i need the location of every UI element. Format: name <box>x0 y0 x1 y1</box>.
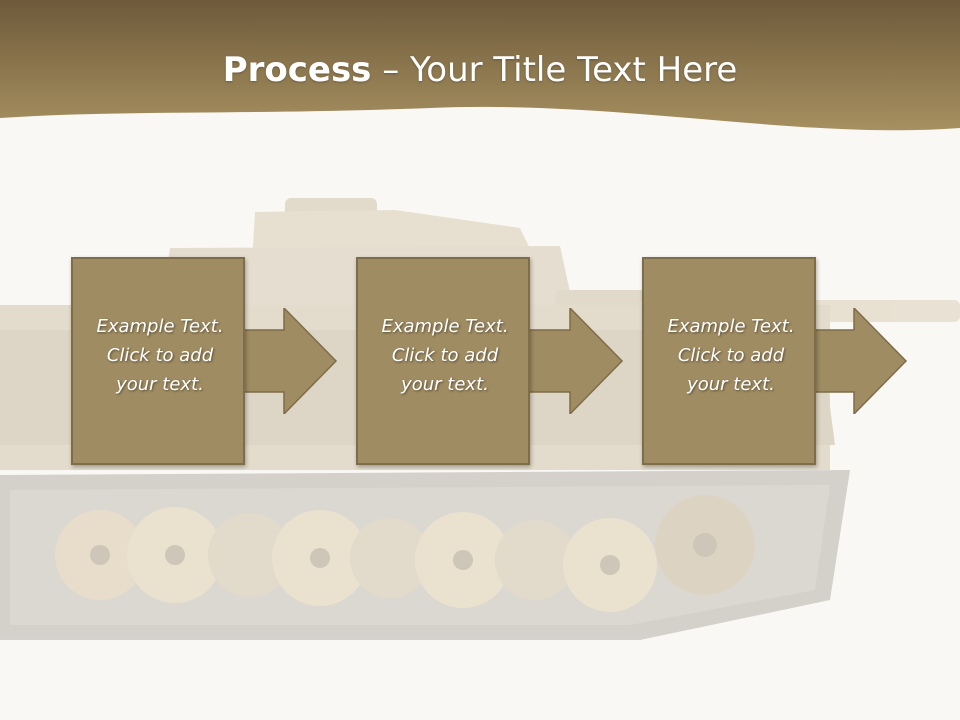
step-1-arrow-icon <box>232 308 338 414</box>
step-2-line-2: Click to add <box>391 345 499 366</box>
title-bold-part: Process <box>222 50 372 90</box>
step-2-line-3: your text. <box>401 374 489 395</box>
step-2-arrow-icon <box>518 308 624 414</box>
step-1-line-3: your text. <box>116 374 204 395</box>
step-3-text: Example Text. Click to add your text. <box>648 312 814 399</box>
step-2-line-1: Example Text. <box>381 316 509 337</box>
step-1-line-2: Click to add <box>106 345 214 366</box>
step-3-line-2: Click to add <box>677 345 785 366</box>
step-3-arrow-icon <box>802 308 908 414</box>
step-1-box[interactable]: Example Text. Click to add your text. <box>71 257 245 465</box>
step-1-line-1: Example Text. <box>96 316 224 337</box>
step-2-box[interactable]: Example Text. Click to add your text. <box>356 257 530 465</box>
step-3-line-1: Example Text. <box>667 316 795 337</box>
step-2-text: Example Text. Click to add your text. <box>362 312 528 399</box>
slide-title[interactable]: Process – Your Title Text Here <box>0 50 960 90</box>
header-banner <box>0 0 960 131</box>
step-1-text: Example Text. Click to add your text. <box>77 312 243 399</box>
step-3-line-3: your text. <box>687 374 775 395</box>
step-3-box[interactable]: Example Text. Click to add your text. <box>642 257 816 465</box>
title-rest: – Your Title Text Here <box>371 50 738 90</box>
